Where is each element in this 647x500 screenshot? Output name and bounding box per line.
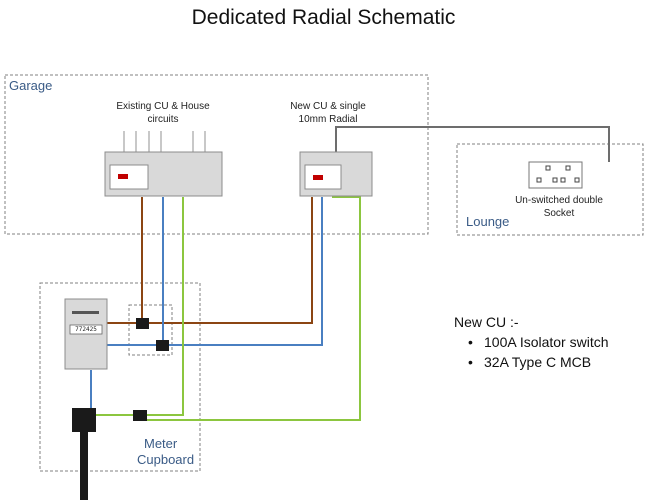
- neutral-conductors: [90, 197, 323, 410]
- notes-heading: New CU :-: [454, 314, 519, 330]
- incoming-supply-cable: [80, 432, 88, 500]
- live-to-new-cu: [142, 197, 313, 324]
- live-junction-block: [136, 318, 149, 329]
- meter-cupboard-label: Meter Cupboard: [137, 436, 194, 468]
- double-socket: [528, 161, 583, 189]
- earth-to-new-cu: [140, 196, 361, 421]
- meter-reading: 772425: [75, 326, 97, 333]
- meter-cupboard-zone: [39, 282, 201, 472]
- existing-cu-label-line1: Existing CU & House: [116, 101, 210, 112]
- meter-cupboard-label-line2: Cupboard: [137, 452, 195, 467]
- lounge-label: Lounge: [466, 214, 510, 229]
- junction-zone: [128, 304, 173, 356]
- new-cu-indicator: [313, 175, 323, 180]
- existing-consumer-unit: [104, 151, 223, 197]
- cutout-fuse: [72, 408, 96, 432]
- existing-cu-label: Existing CU & House circuits: [103, 100, 223, 126]
- existing-cu-indicator: [118, 174, 128, 179]
- earth-conductors: [90, 196, 361, 421]
- existing-cu-circuit-lines: [123, 131, 206, 152]
- electricity-meter: [64, 298, 108, 370]
- meter-cupboard-label-line1: Meter: [144, 436, 178, 451]
- socket-label-line1: Un-switched double: [515, 195, 603, 206]
- notes-item-mcb: 32A Type C MCB: [468, 352, 609, 372]
- new-cu-notes: New CU :- 100A Isolator switch 32A Type …: [454, 312, 609, 372]
- socket-label: Un-switched double Socket: [500, 194, 618, 220]
- socket-label-line2: Socket: [543, 208, 575, 219]
- lounge-zone: [456, 143, 644, 236]
- existing-cu-label-line2: circuits: [147, 114, 179, 125]
- new-cu-label-line2: 10mm Radial: [298, 114, 358, 125]
- notes-item-isolator: 100A Isolator switch: [468, 332, 609, 352]
- earth-existing-cu: [140, 197, 184, 416]
- earth-junction-block: [133, 410, 147, 421]
- neutral-junction-block: [156, 340, 169, 351]
- radial-cable: [335, 126, 610, 162]
- page-title: Dedicated Radial Schematic: [191, 6, 456, 29]
- notes-list: 100A Isolator switch 32A Type C MCB: [454, 332, 609, 372]
- garage-label: Garage: [9, 78, 53, 93]
- new-cu-label: New CU & single 10mm Radial: [278, 100, 378, 126]
- new-consumer-unit: [299, 151, 373, 197]
- neutral-to-new-cu: [163, 197, 323, 346]
- live-conductors: [106, 197, 313, 324]
- new-cu-label-line1: New CU & single: [290, 101, 366, 112]
- garage-zone: [4, 74, 429, 235]
